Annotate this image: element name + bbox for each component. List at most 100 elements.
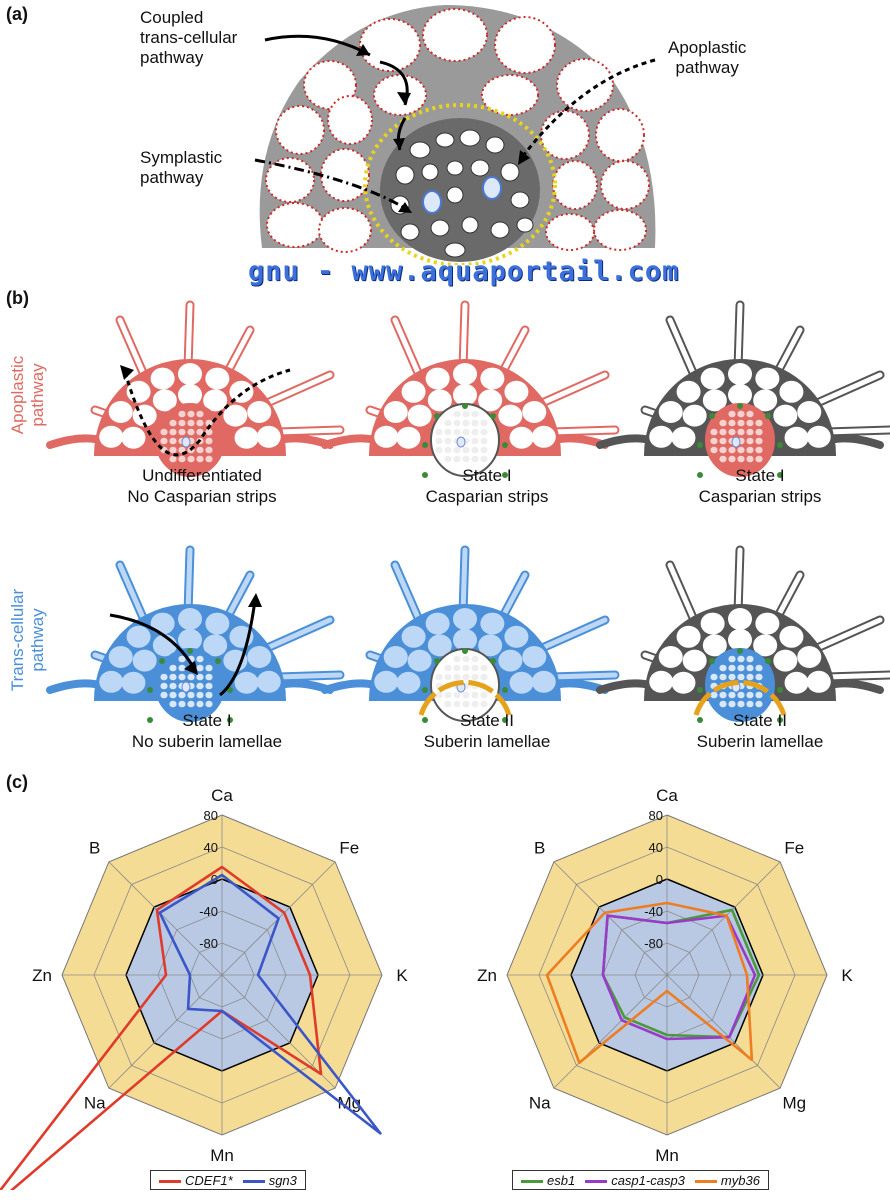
cortex-cell <box>178 383 202 406</box>
cortex-cell <box>755 367 780 390</box>
cortex-cell <box>150 367 175 390</box>
radar-axis-label: Fe <box>784 839 804 858</box>
cortex-cell <box>178 608 202 630</box>
casparian-strip <box>502 687 508 693</box>
radar-spoke <box>666 974 781 1089</box>
radar-axis-label: K <box>841 966 853 985</box>
cortex-cell <box>247 401 272 423</box>
cortex-cell <box>108 646 133 668</box>
cortex-cell <box>498 404 523 427</box>
radar-tick-label: -80 <box>199 936 218 951</box>
casparian-strip <box>147 717 153 723</box>
cortex-cell <box>797 646 822 668</box>
cortex-cell <box>797 401 822 423</box>
cortex-cell <box>247 646 272 668</box>
casparian-strip <box>697 472 703 478</box>
radar-spoke <box>221 974 336 1089</box>
casparian-strip <box>490 658 496 664</box>
cortex-cell <box>126 380 151 403</box>
xylem <box>181 681 191 693</box>
cortex-cell <box>728 608 752 630</box>
panel-b-letter: (b) <box>6 288 29 308</box>
cortex-cell <box>728 383 752 406</box>
cortex-cell <box>256 670 281 693</box>
casparian-strip <box>737 648 743 654</box>
cortex-cell <box>132 649 157 672</box>
legend-item-sgn3: sgn3 <box>242 1173 297 1188</box>
coupled-pathway-label: Coupled trans-cellular pathway <box>140 8 238 67</box>
cortex-cell <box>453 608 477 630</box>
casparian-strip <box>434 658 440 664</box>
xylem <box>181 436 191 448</box>
cortex-cell <box>453 383 477 406</box>
apoplastic-pathway-arrow <box>518 58 656 161</box>
cortex-cell <box>700 367 725 390</box>
cortex-cell <box>178 363 202 385</box>
cortex-cell <box>676 380 701 403</box>
cortex-cell <box>728 363 752 385</box>
root-diagram-5 <box>596 545 890 723</box>
coupled-pathway-arrow-1 <box>264 34 371 57</box>
cortex-cell <box>509 426 534 449</box>
radar-axis-label: Na <box>529 1093 551 1112</box>
cortex-cell <box>205 612 230 635</box>
radar-tick-label: 80 <box>649 808 663 823</box>
radar-tick-label: -40 <box>644 904 663 919</box>
cortex-cell <box>108 401 133 423</box>
casparian-strip <box>490 413 496 419</box>
radar-axis-label: B <box>534 839 545 858</box>
cortex-cell <box>806 670 831 693</box>
casparian-strip <box>697 442 703 448</box>
root-diagram-1 <box>321 300 620 478</box>
stele-cells <box>390 129 534 258</box>
casparian-strip <box>215 658 221 664</box>
cortex-cell <box>427 389 452 412</box>
radar-series-sgn3 <box>158 873 382 1135</box>
cortex-cell <box>682 649 707 672</box>
radar-axis-label: B <box>89 839 100 858</box>
xylem-vessels <box>422 176 502 214</box>
cortex-cell <box>407 404 432 427</box>
cortex-cell <box>784 671 809 694</box>
cortex-cell <box>671 426 696 449</box>
cortex-cell <box>425 367 450 390</box>
radar-axis-label: Zn <box>32 966 52 985</box>
radar-tick-label: 80 <box>204 808 218 823</box>
casparian-strip <box>777 687 783 693</box>
cortex-cell <box>401 625 426 648</box>
apoplastic-pathway-label: Apoplastic pathway <box>668 38 747 77</box>
casparian-strip <box>697 717 703 723</box>
radar-axis-label: Fe <box>339 839 359 858</box>
cortex-cell <box>531 670 556 693</box>
radar-axis-label: Ca <box>656 786 678 805</box>
watermark: gnu - www.aquaportail.com <box>248 256 680 287</box>
cortex-cell <box>256 425 281 448</box>
root-diagram-2 <box>596 300 890 478</box>
legend-item-myb36: myb36 <box>694 1173 760 1188</box>
casparian-strip <box>434 413 440 419</box>
radar-axis-label: Zn <box>477 966 497 985</box>
radar-axis-label: Mn <box>210 1146 234 1165</box>
radar-axis-label: Ca <box>211 786 233 805</box>
cortex-cell <box>203 634 228 657</box>
casparian-strip <box>422 442 428 448</box>
cortex-cell <box>383 646 408 668</box>
transcellular-arrow-out <box>219 599 257 697</box>
casparian-strip <box>227 717 233 723</box>
cortex-cells <box>265 8 650 253</box>
radar-tick-label: 0 <box>656 872 663 887</box>
cortex-cell <box>229 380 254 403</box>
cortex-cell <box>702 389 727 412</box>
radar-spoke <box>553 861 668 976</box>
cortex-cell <box>779 380 804 403</box>
cortex-cell <box>178 628 202 651</box>
cortex-cell <box>784 426 809 449</box>
cortex-cell <box>509 671 534 694</box>
cortex-cell <box>649 670 674 693</box>
radar-axis-label: Mg <box>337 1093 361 1112</box>
cortex-cell <box>700 612 725 635</box>
casparian-strip <box>422 687 428 693</box>
cortex-cell <box>676 625 701 648</box>
